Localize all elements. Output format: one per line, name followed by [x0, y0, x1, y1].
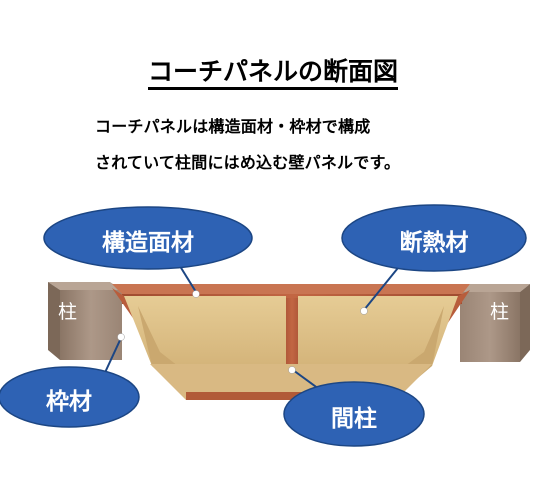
callout-frame: [0, 366, 140, 428]
callout-insulation: [341, 204, 527, 272]
callout-stud: [283, 381, 425, 447]
pillar-left-label: 柱: [58, 301, 78, 323]
dot-stud: [288, 366, 296, 374]
description-line-2: されていて柱間にはめ込む壁パネルです。: [95, 153, 401, 172]
pillar-left: [48, 282, 122, 360]
label-frame: 枠材: [46, 389, 92, 415]
description-line-1: コーチパネルは構造面材・枠材で構成: [95, 117, 371, 136]
dot-insulation: [360, 307, 368, 315]
callout-structural-board: [43, 206, 253, 270]
label-structural-board: 構造面材: [102, 230, 194, 256]
diagram-title: コーチパネルの断面図: [0, 52, 546, 90]
dot-structural-board: [192, 290, 200, 298]
dot-frame: [117, 333, 125, 341]
pillar-right-label: 柱: [490, 301, 510, 323]
label-stud: 間柱: [331, 406, 377, 432]
label-insulation: 断熱材: [399, 230, 469, 256]
pillar-right: [460, 284, 530, 362]
